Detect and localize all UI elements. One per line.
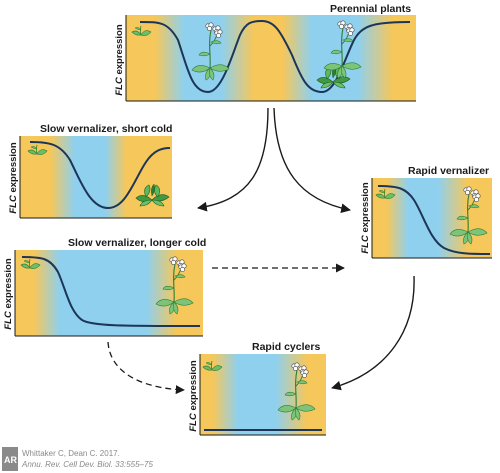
y-axis-label-rapid-cyclers: FLC expression — [188, 360, 199, 431]
panel-title-perennial: Perennial plants — [330, 3, 411, 15]
y-axis-label-perennial: FLC expression — [114, 24, 125, 95]
citation-line-2: Annu. Rev. Cell Dev. Biol. 33:555–75 — [21, 460, 153, 469]
arrow-perennial-to-rapid-vernalizer — [273, 107, 351, 214]
arrow-rapid-vernalizer-to-rapid-cyclers — [331, 275, 415, 391]
panel-title-rapid-cyclers: Rapid cyclers — [252, 341, 320, 353]
y-axis-label-slow-long: FLC expression — [3, 258, 14, 329]
panel-slow-short: Slow vernalizer, short cold FLC expressi… — [8, 123, 172, 219]
logo-text: AR — [4, 455, 17, 465]
arrow-slow-long-to-rapid-cyclers — [107, 341, 185, 395]
citation-line-1: Whittaker C, Dean C. 2017. — [22, 449, 120, 458]
y-axis-label-slow-short: FLC expression — [8, 142, 19, 213]
panel-title-rapid-vernalizer: Rapid vernalizer — [408, 165, 489, 177]
arrow-perennial-to-slow-short — [197, 107, 269, 212]
panel-perennial: Perennial plants FLC expression — [114, 3, 416, 102]
flc-curve-slow-short — [29, 141, 171, 210]
panel-background-rapid-vernalizer — [372, 178, 492, 258]
panel-background-slow-short — [20, 136, 172, 218]
panel-title-slow-short: Slow vernalizer, short cold — [40, 123, 172, 135]
annual-reviews-logo — [2, 447, 18, 471]
panel-title-slow-long: Slow vernalizer, longer cold — [68, 237, 206, 249]
flc-curve-slow-long — [21, 256, 201, 327]
panel-background-perennial — [126, 15, 416, 101]
flc-curve-perennial — [139, 19, 411, 94]
panel-rapid-vernalizer: Rapid vernalizer FLC expression — [360, 165, 492, 259]
y-axis-label-rapid-vernalizer: FLC expression — [360, 182, 371, 253]
flc-curve-rapid-vernalizer — [377, 185, 491, 255]
citation: AR Whittaker C, Dean C. 2017. Annu. Rev.… — [2, 447, 153, 471]
panel-background-slow-long — [15, 250, 203, 336]
transition-arrows — [107, 107, 415, 395]
panel-rapid-cyclers: Rapid cyclers FLC expression — [188, 341, 326, 436]
panel-slow-long: Slow vernalizer, longer cold FLC express… — [3, 237, 206, 337]
